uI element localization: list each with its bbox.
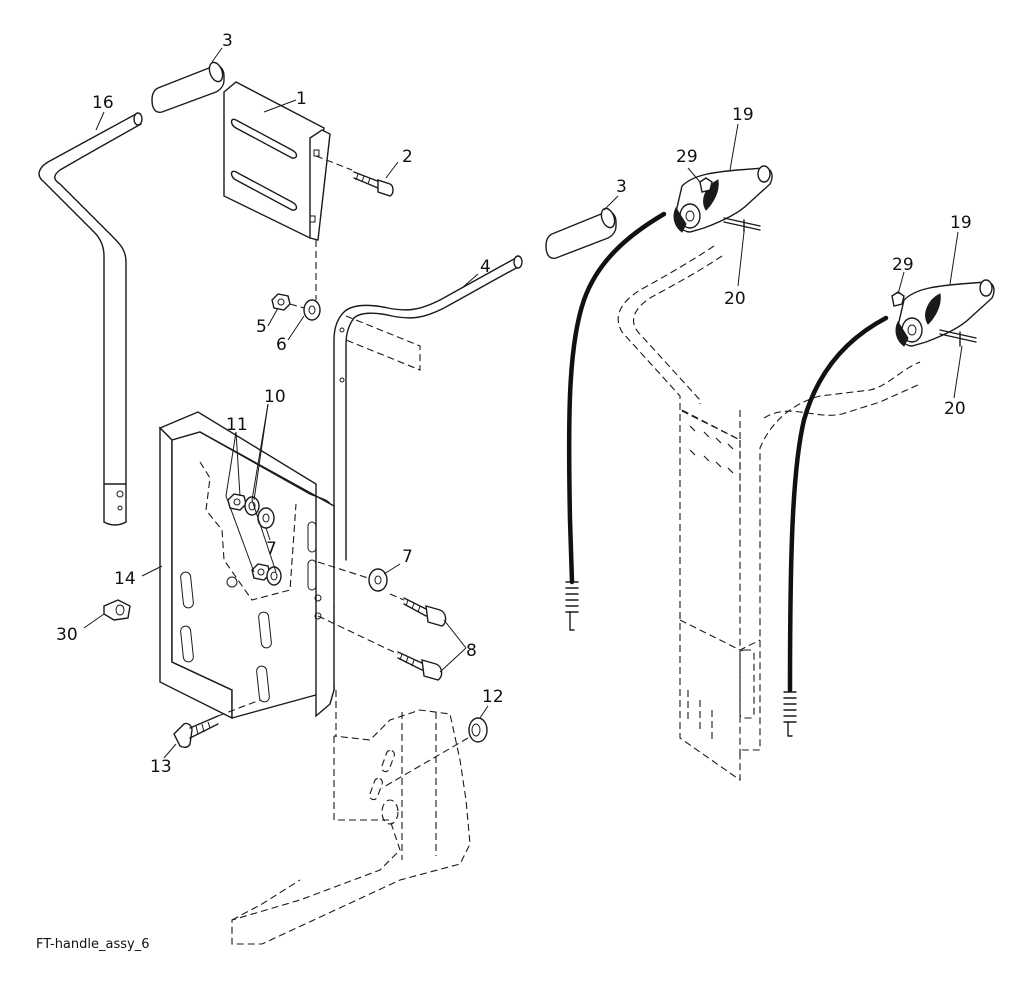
part-3-grip-top (151, 61, 225, 114)
callout-19-second: 19 (950, 213, 972, 233)
part-6-washer (289, 299, 321, 321)
callout-20-second: 20 (944, 399, 966, 419)
part-5-nut (271, 293, 291, 311)
callout-3-top: 3 (222, 31, 233, 51)
callout-labels: 1 2 3 3 4 5 6 7 7 8 10 11 12 13 14 16 19… (56, 31, 972, 777)
diagram-caption: FT-handle_assy_6 (36, 937, 149, 952)
part-3-grip-right (545, 207, 617, 260)
part-29-clip-2 (891, 291, 905, 307)
callout-19-first: 19 (732, 105, 754, 125)
callout-12: 12 (482, 687, 504, 707)
callout-14: 14 (114, 569, 136, 589)
part-10-washers (244, 496, 282, 586)
part-1-mounting-plate (223, 81, 353, 300)
part-20-pin-2 (939, 329, 977, 347)
frame-outline-right (617, 245, 921, 782)
callout-13: 13 (150, 757, 172, 777)
callout-29-first: 29 (676, 147, 698, 167)
part-29-clip-1 (699, 177, 713, 193)
callout-7-right: 7 (402, 547, 413, 567)
part-19-control-lever-1 (673, 165, 773, 233)
part-19-control-lever-2 (895, 279, 995, 347)
callout-1: 1 (296, 89, 307, 109)
callout-30: 30 (56, 625, 78, 645)
callout-11: 11 (226, 415, 248, 435)
part-7-washer-lower (317, 561, 388, 592)
part-4-handle-bar (333, 255, 523, 561)
part-2-bolt (353, 171, 394, 197)
part-16-handle-rod (38, 112, 143, 526)
callout-5: 5 (256, 317, 267, 337)
callout-3-right: 3 (616, 177, 627, 197)
part-12-grommet (381, 717, 488, 789)
part-20-pin-1 (723, 217, 761, 233)
part-8-bolts (317, 593, 447, 681)
callout-2: 2 (402, 147, 413, 167)
leader-lines (83, 47, 963, 759)
part-14-bracket (158, 411, 337, 736)
callout-29-second: 29 (892, 255, 914, 275)
cable-2 (783, 315, 889, 737)
callout-4: 4 (480, 257, 491, 277)
frame-outline-lower (231, 709, 471, 945)
cable-1 (565, 211, 667, 631)
callout-8: 8 (466, 641, 477, 661)
callout-10: 10 (264, 387, 286, 407)
callout-6: 6 (276, 335, 287, 355)
callout-16: 16 (92, 93, 114, 113)
part-30-clip (103, 599, 131, 621)
callout-20-first: 20 (724, 289, 746, 309)
part-13-bolt (173, 699, 261, 749)
callout-7-bracket: 7 (266, 539, 277, 559)
